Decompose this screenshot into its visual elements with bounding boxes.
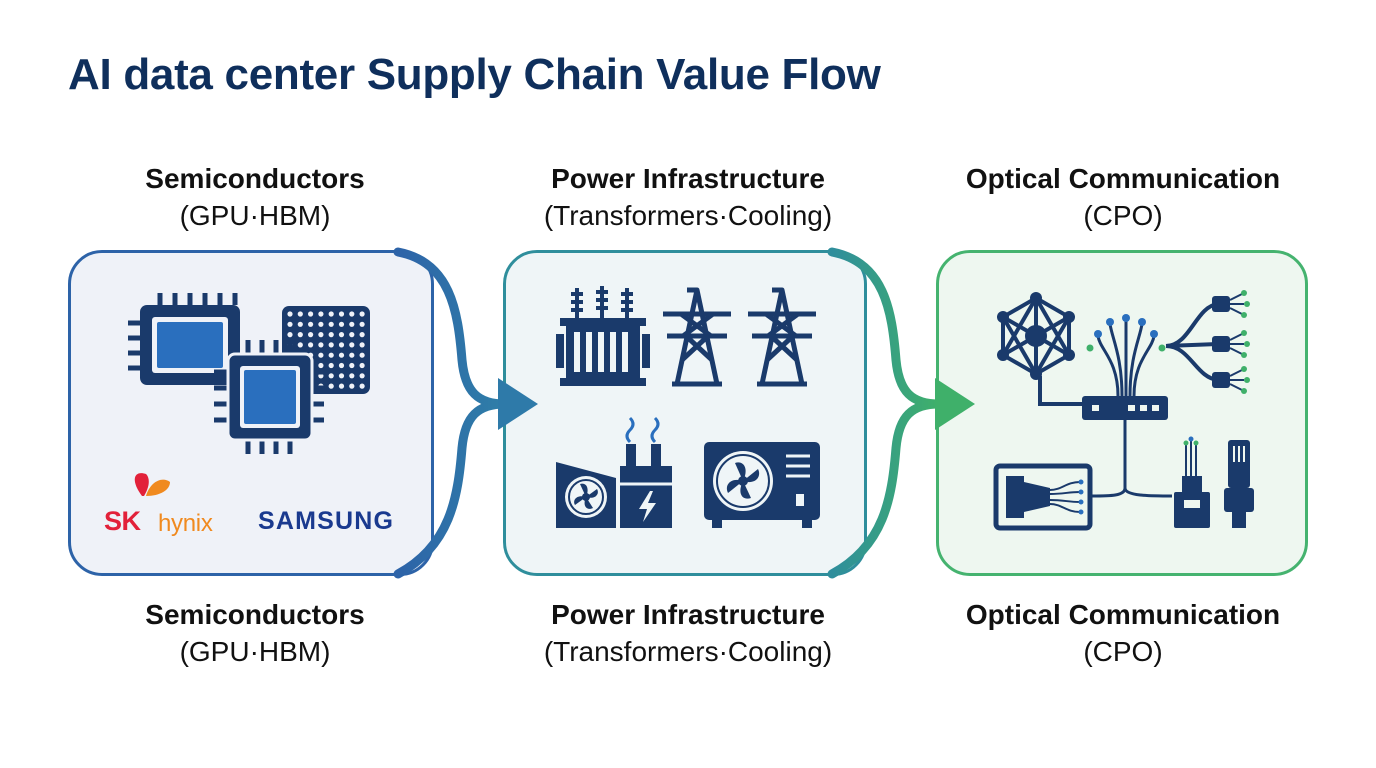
power-plant-cooling-icon (556, 416, 672, 528)
page-title: AI data center Supply Chain Value Flow (68, 50, 881, 99)
stage-subtitle: (CPO) (1083, 200, 1163, 231)
stage-label-top-optical: Optical Communication (CPO) (933, 160, 1313, 234)
gpu-chip-icon (128, 293, 240, 385)
stage-label-bottom-power: Power Infrastructure (Transformers·Cooli… (498, 596, 878, 670)
stage-label-top-semiconductors: Semiconductors (GPU·HBM) (65, 160, 445, 234)
hbm-chip-icon (214, 340, 324, 454)
flow-arrow-1 (393, 247, 538, 579)
transmission-tower-icon (748, 287, 816, 387)
transmission-tower-icon (663, 287, 731, 387)
stage-subtitle: (Transformers·Cooling) (543, 200, 833, 231)
stage-subtitle: (CPO) (1083, 636, 1163, 667)
flow-arrow-2 (827, 247, 975, 579)
cooling-unit-icon (704, 442, 820, 528)
stage-name: Optical Communication (965, 163, 1281, 194)
stage-name: Power Infrastructure (551, 163, 825, 194)
stage-subtitle: (GPU·HBM) (179, 636, 331, 667)
network-switch-icon (1082, 396, 1173, 498)
stage-label-bottom-semiconductors: Semiconductors (GPU·HBM) (65, 596, 445, 670)
fiber-bundle-icon (1086, 314, 1166, 397)
samsung-logo: SAMSUNG (258, 507, 395, 535)
stage-label-bottom-optical: Optical Communication (CPO) (933, 596, 1313, 670)
optical-module-icon (993, 463, 1093, 531)
sk-hynix-logo-hynix: hynix (158, 510, 213, 537)
stage-name: Optical Communication (965, 599, 1281, 630)
fiber-splitter-icon (1165, 290, 1250, 394)
stage-name: Power Infrastructure (551, 599, 825, 630)
ethernet-connector-icon (1224, 440, 1254, 528)
stage-label-top-power: Power Infrastructure (Transformers·Cooli… (498, 160, 878, 234)
stage-name: Semiconductors (145, 599, 365, 630)
transformer-icon (556, 286, 650, 386)
fiber-connector-icon (1174, 436, 1210, 528)
optical-network-hub-icon (997, 292, 1082, 406)
stage-name: Semiconductors (145, 163, 365, 194)
stage-subtitle: (Transformers·Cooling) (543, 636, 833, 667)
sk-hynix-logo-sk: SK (104, 506, 141, 536)
stage-subtitle: (GPU·HBM) (179, 200, 331, 231)
